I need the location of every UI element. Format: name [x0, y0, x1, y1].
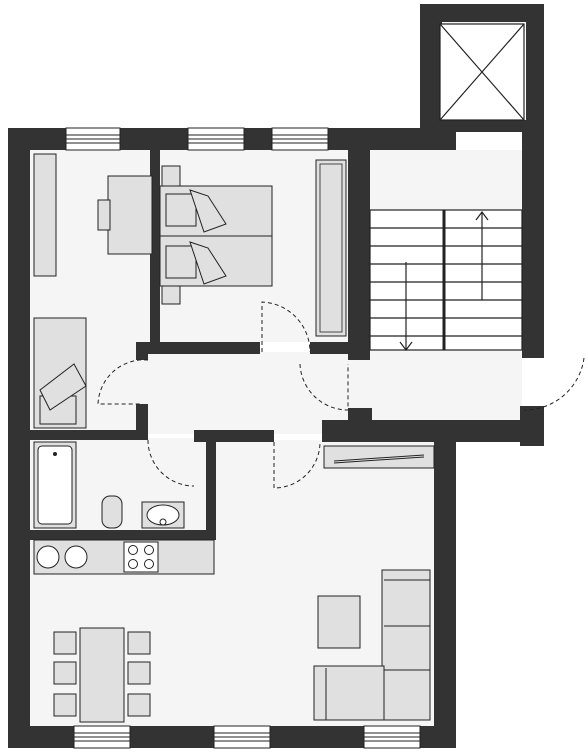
stair-down-arrow-icon — [399, 341, 413, 351]
wall-bedroom-left — [150, 150, 160, 342]
dining-chair-r2 — [127, 661, 151, 685]
wall-stair-left — [348, 150, 370, 360]
wall-shaft-right-upper — [526, 4, 544, 132]
window-top-3 — [271, 127, 329, 151]
double-bed-pillow-2 — [165, 245, 197, 279]
window-bottom-3 — [363, 725, 421, 749]
wall-bathroom-bottom — [30, 530, 216, 540]
windows — [65, 127, 421, 749]
stove — [123, 541, 159, 573]
nightstand-top — [161, 165, 181, 187]
dining-chair-l1 — [53, 631, 77, 655]
double-bed-pillow-1 — [165, 193, 197, 227]
desk-chair — [97, 199, 111, 231]
desk — [107, 175, 153, 255]
wall-shaft-top — [420, 4, 544, 22]
doors — [97, 301, 585, 489]
door-entrance-left — [299, 363, 349, 411]
wardrobe-left-room — [33, 153, 57, 277]
sofa-main — [381, 569, 431, 721]
wall-bathroom-right — [206, 438, 216, 540]
door-left-room — [97, 359, 149, 405]
door-bathroom — [147, 439, 195, 487]
wall-shaft-bottom — [438, 120, 528, 132]
window-bottom-2 — [213, 725, 271, 749]
double-bed-blanket-fold-2 — [189, 241, 227, 285]
wall-stair-right — [522, 130, 544, 358]
wardrobe-bedroom — [315, 159, 347, 337]
window-top-2 — [187, 127, 245, 151]
wall-bedroom-bottom — [136, 342, 260, 354]
double-bed-blanket-fold-1 — [189, 189, 227, 233]
dining-chair-r3 — [127, 693, 151, 717]
elevator-shaft — [439, 23, 525, 121]
kitchen-sink-left — [36, 545, 60, 569]
sofa-chaise — [313, 665, 385, 721]
dining-chair-l3 — [53, 693, 77, 717]
staircase — [369, 209, 523, 351]
toilet — [101, 495, 123, 529]
wall-shaft-left — [420, 4, 442, 150]
dining-chair-r1 — [127, 631, 151, 655]
door-living — [273, 441, 321, 489]
kitchen-sink-right — [64, 545, 88, 569]
door-entrance-right — [523, 357, 585, 411]
wall-left-room-stub — [136, 342, 148, 360]
wall-hall-bottom-strip — [322, 420, 542, 442]
dining-table — [79, 627, 125, 723]
window-top-1 — [65, 127, 121, 151]
door-bedroom — [261, 301, 311, 353]
bathtub-drain — [53, 452, 57, 456]
wall-left-room-bottom — [30, 430, 142, 440]
furniture — [33, 153, 435, 723]
dining-chair-l2 — [53, 661, 77, 685]
wall-outer-right-living — [434, 440, 456, 748]
wall-bedroom-bottom-right — [310, 342, 350, 354]
window-bottom-1 — [73, 725, 131, 749]
single-bed-blanket-fold — [39, 363, 87, 411]
hall-cabinet — [323, 445, 435, 469]
nightstand-bottom — [161, 285, 181, 305]
wall-outer-left — [8, 128, 30, 748]
coffee-table — [317, 595, 361, 649]
stair-up-arrow-icon — [475, 211, 489, 221]
